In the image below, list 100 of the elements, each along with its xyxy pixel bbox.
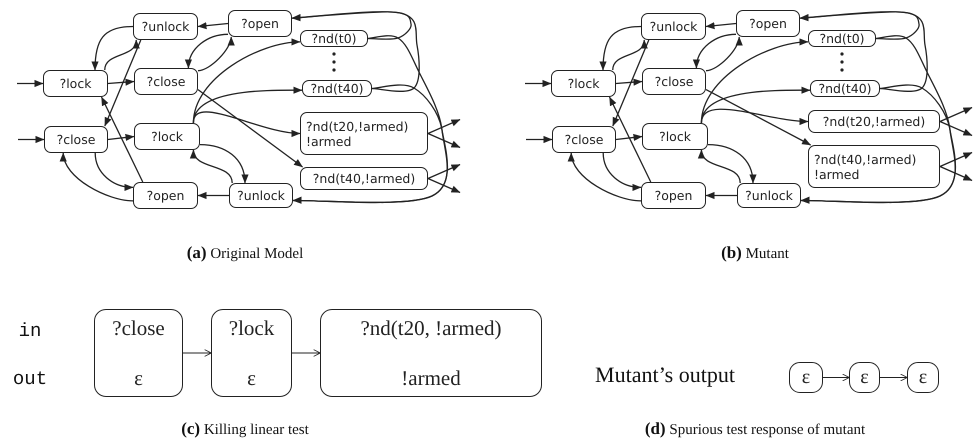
arrow xyxy=(60,152,134,202)
arrow xyxy=(612,40,650,126)
step-label: ?lock xyxy=(228,316,274,340)
state-box xyxy=(44,126,108,153)
arrow xyxy=(104,40,142,126)
arrow xyxy=(292,349,321,357)
state-box xyxy=(134,123,200,150)
arrow xyxy=(616,134,642,142)
arrow xyxy=(100,96,144,182)
step-label: ?close xyxy=(112,316,165,340)
state-box xyxy=(133,13,198,40)
output-symbol: ε xyxy=(802,370,810,385)
state-label: ?lock xyxy=(151,129,183,144)
state-box xyxy=(551,70,616,97)
arrow xyxy=(108,78,134,86)
arrow xyxy=(706,36,742,72)
arrow xyxy=(800,11,928,92)
caption: (d) Spurious test response of mutant xyxy=(644,419,866,439)
state-box xyxy=(808,145,940,188)
state-label: ?nd(t40) xyxy=(818,81,872,96)
state-label: ?unlock xyxy=(237,188,285,203)
state-label: ?unlock xyxy=(142,19,190,34)
arrow xyxy=(706,89,812,146)
state-label: ?unlock xyxy=(650,19,698,34)
arrow xyxy=(525,80,552,88)
state-box xyxy=(300,30,368,47)
caption: (c) Killing linear test xyxy=(181,419,309,439)
arrow xyxy=(602,152,642,190)
state-label: ?nd(t20,!armed) xyxy=(822,114,926,129)
state-box xyxy=(810,80,880,97)
state-box xyxy=(736,10,800,37)
arrow xyxy=(104,40,138,70)
arrow xyxy=(292,84,448,204)
state-label: ?open xyxy=(749,16,787,31)
output-symbol: ε xyxy=(860,370,869,385)
arrow xyxy=(706,22,736,30)
state-label: ?nd(t40,!armed) xyxy=(312,171,416,186)
state-label: ?open xyxy=(241,16,279,31)
state-label: ?nd(t40,!armed) !armed xyxy=(814,152,918,182)
arrow xyxy=(800,84,956,204)
output-state-box xyxy=(849,362,880,393)
state-label: ?open xyxy=(146,188,184,203)
state-label: ?lock xyxy=(568,76,600,91)
output-state-box xyxy=(789,362,823,393)
arrow xyxy=(880,374,908,382)
arrow xyxy=(292,11,420,92)
arrow xyxy=(526,136,552,144)
arrow xyxy=(940,120,972,136)
arrow xyxy=(428,178,460,194)
state-label: ?lock xyxy=(659,129,691,144)
state-box xyxy=(302,80,372,97)
row-label: out xyxy=(12,368,48,390)
arrow xyxy=(940,152,972,168)
test-step-box xyxy=(94,309,183,397)
text-label: Mutant’s output xyxy=(595,362,735,388)
step-label: !armed xyxy=(401,366,461,390)
state-label: ?nd(t20,!armed) !armed xyxy=(306,118,410,148)
state-label: ?close xyxy=(564,132,604,147)
state-box xyxy=(808,110,940,133)
arrow xyxy=(708,144,756,184)
output-symbol: ε xyxy=(918,370,928,385)
test-step-box xyxy=(320,309,542,397)
state-box xyxy=(641,182,706,209)
arrow xyxy=(198,192,229,200)
state-label: ?close xyxy=(654,74,694,89)
row-label: in xyxy=(18,320,42,342)
arrow xyxy=(568,152,642,202)
arrow xyxy=(700,108,808,125)
state-box xyxy=(300,112,428,155)
arrow xyxy=(92,26,134,70)
state-label: ?unlock xyxy=(745,188,793,203)
state-box xyxy=(642,68,706,95)
state-box xyxy=(808,30,876,47)
arrow xyxy=(108,134,134,142)
state-box xyxy=(300,167,428,190)
state-box xyxy=(134,68,198,95)
step-label: ε xyxy=(134,366,143,390)
arrow xyxy=(706,192,737,200)
arrow xyxy=(428,118,460,134)
arrow xyxy=(428,132,460,148)
arrow xyxy=(182,349,212,357)
state-label: ?close xyxy=(146,74,186,89)
state-label: ?nd(t0) xyxy=(819,31,865,46)
arrow xyxy=(198,89,303,168)
arrow xyxy=(699,150,741,184)
caption: (a) Original Model xyxy=(186,243,304,263)
state-box xyxy=(43,70,108,97)
state-box xyxy=(133,182,198,209)
arrow xyxy=(608,96,652,182)
arrow xyxy=(940,166,972,182)
step-label: ε xyxy=(247,366,256,390)
arrow xyxy=(694,34,736,68)
arrow xyxy=(822,374,850,382)
state-box xyxy=(642,123,708,150)
arrow xyxy=(186,34,228,68)
arrow xyxy=(17,80,44,88)
state-label: ?nd(t40) xyxy=(310,81,364,96)
step-label: ?nd(t20, !armed) xyxy=(360,316,502,340)
arrow xyxy=(94,152,134,190)
caption: (b) Mutant xyxy=(721,243,789,263)
